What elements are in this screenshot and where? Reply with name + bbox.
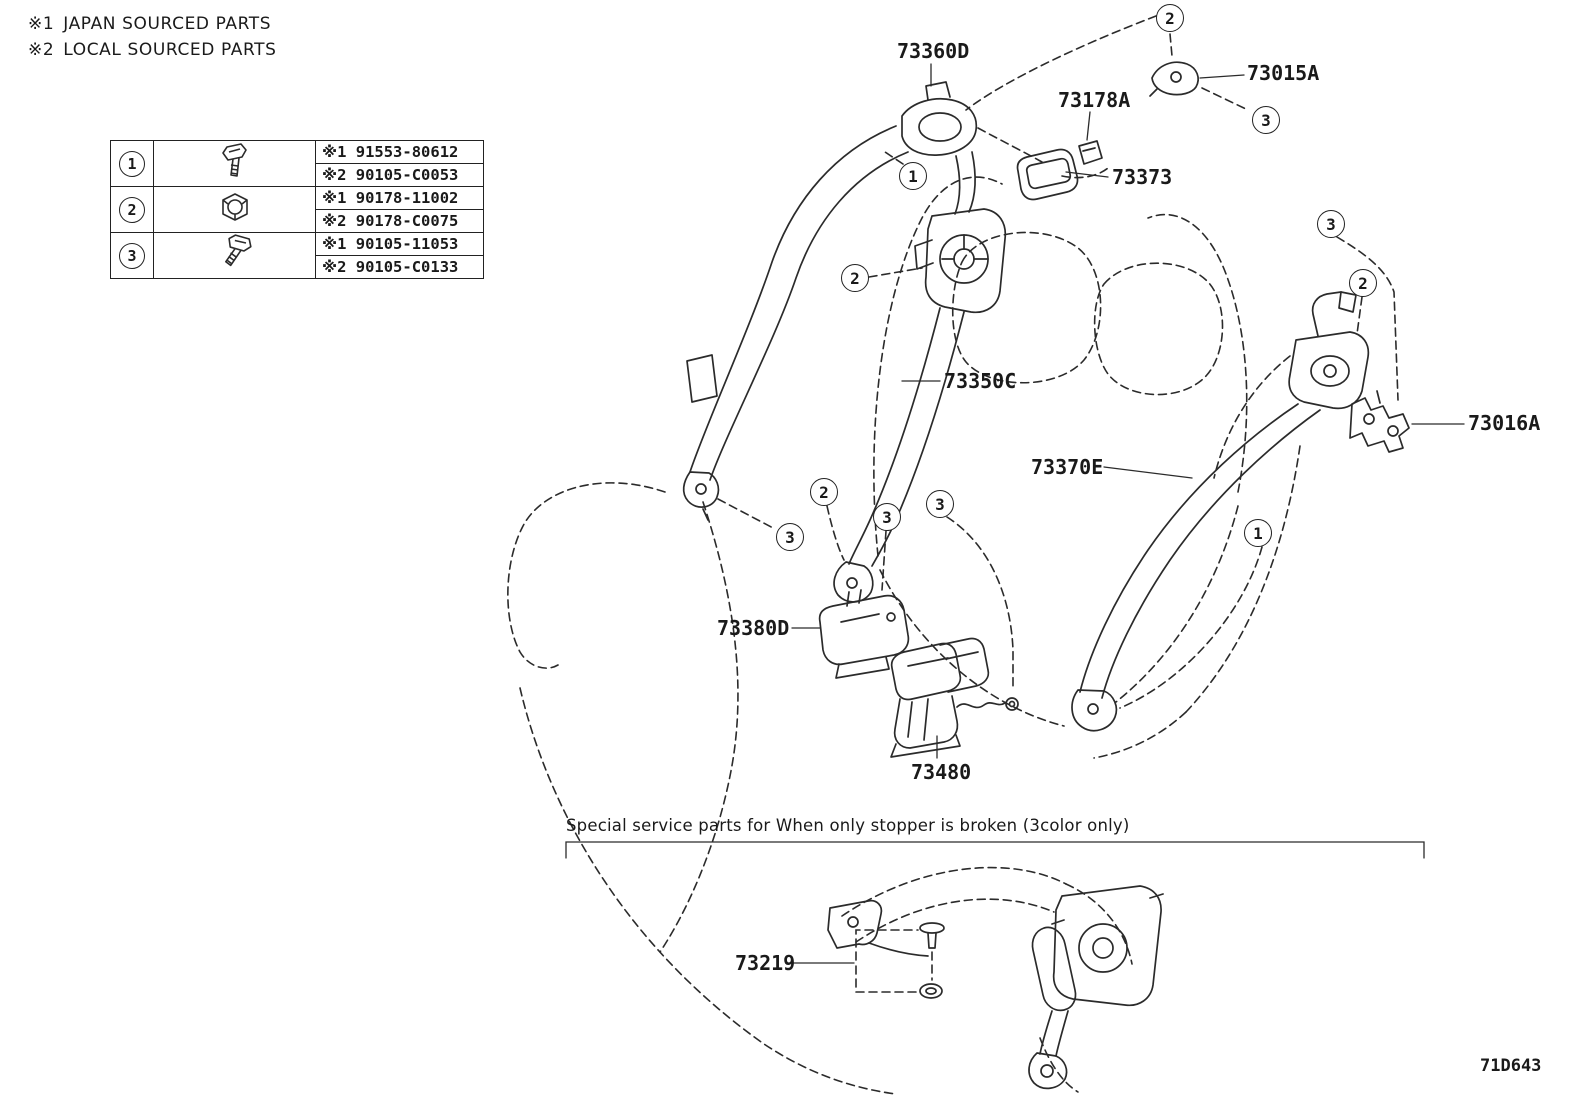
callout-marker[interactable]: 2	[841, 264, 869, 292]
callout-marker[interactable]: 2	[1349, 269, 1377, 297]
callout-marker[interactable]: 1	[1244, 519, 1272, 547]
part-number: ※1 90178-11002	[322, 189, 459, 207]
legend-local-sourced: ※2 LOCAL SOURCED PARTS	[28, 40, 277, 60]
part-number: ※2 90105-C0053	[316, 163, 483, 186]
callout-marker[interactable]: 2	[810, 478, 838, 506]
legend: ※1 JAPAN SOURCED PARTS ※2 LOCAL SOURCED …	[28, 14, 277, 66]
table-row: 2 ※1 90178-11002 ※2 90178-C0075	[110, 186, 484, 233]
callout-marker[interactable]: 3	[776, 523, 804, 551]
part-number: ※1 91553-80612	[322, 143, 459, 161]
callout-marker[interactable]: 1	[899, 162, 927, 190]
legend-marker: ※1	[28, 14, 55, 34]
legend-marker: ※2	[28, 40, 55, 60]
part-number: ※2 90105-C0133	[316, 255, 483, 278]
part-label-73360D[interactable]: 73360D	[897, 39, 970, 63]
solid-parts	[682, 61, 1410, 1090]
table-callout-2: 2	[119, 196, 145, 223]
part-label-73480[interactable]: 73480	[911, 760, 972, 784]
special-service-note: Special service parts for When only stop…	[566, 816, 1130, 835]
part-label-73178A[interactable]: 73178A	[1058, 88, 1131, 112]
part-label-73373[interactable]: 73373	[1112, 165, 1173, 189]
legend-japan-sourced: ※1 JAPAN SOURCED PARTS	[28, 14, 277, 34]
part-label-73016A[interactable]: 73016A	[1468, 411, 1541, 435]
part-label-73370E[interactable]: 73370E	[1031, 455, 1104, 479]
table-row: 3 ※1 90105-11053 ※2 90105-C0133	[110, 232, 484, 279]
label-leader-lines	[565, 63, 1465, 964]
callout-marker[interactable]: 3	[1317, 210, 1345, 238]
callout-marker[interactable]: 3	[926, 490, 954, 518]
table-callout-1: 1	[119, 150, 145, 177]
part-label-73380D[interactable]: 73380D	[717, 616, 790, 640]
part-label-73219[interactable]: 73219	[735, 951, 796, 975]
callout-marker[interactable]: 3	[1252, 106, 1280, 134]
fastener-table: 1 ※1 91553-80612 ※2 90105-C0053 2	[110, 140, 484, 279]
nut-icon	[221, 193, 248, 221]
drawing-code: 71D643	[1480, 1056, 1542, 1076]
callout-marker[interactable]: 3	[873, 503, 901, 531]
part-number: ※1 90105-11053	[322, 235, 459, 253]
table-callout-3: 3	[119, 242, 145, 269]
special-section-bracket	[565, 841, 1425, 859]
part-number: ※2 90178-C0075	[316, 209, 483, 232]
part-label-73015A[interactable]: 73015A	[1247, 61, 1320, 85]
bolt-icon	[221, 143, 247, 177]
callout-marker[interactable]: 2	[1156, 4, 1184, 32]
legend-text: LOCAL SOURCED PARTS	[63, 40, 277, 60]
table-row: 1 ※1 91553-80612 ※2 90105-C0053	[110, 140, 484, 187]
legend-text: JAPAN SOURCED PARTS	[63, 14, 272, 34]
bolt-icon	[224, 234, 252, 267]
part-label-73350C[interactable]: 73350C	[944, 369, 1017, 393]
dashed-outlines	[507, 15, 1399, 1095]
